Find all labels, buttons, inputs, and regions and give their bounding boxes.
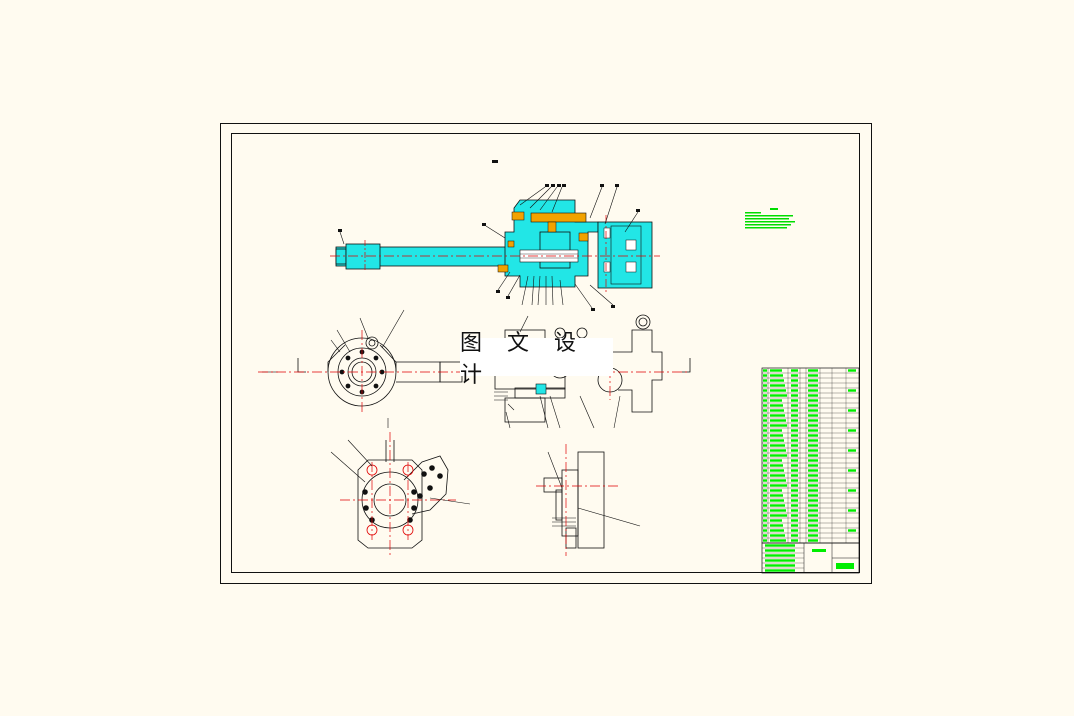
outer-border [220,123,872,584]
parts-row-index [763,429,767,432]
parts-row-index [763,439,767,442]
parts-row-index [763,464,767,467]
front-view-leaders [330,309,621,429]
parts-row-index [763,484,767,487]
parts-row-index [763,419,767,422]
technical-notes [745,208,795,229]
end-view-leaders [330,418,471,505]
section-view-main [330,160,660,311]
parts-row-index [763,434,767,437]
parts-row-index [763,514,767,517]
parts-row-index [763,454,767,457]
side-view [543,451,641,549]
parts-row-index [763,374,767,377]
parts-row-index [763,384,767,387]
parts-row-index [763,394,767,397]
parts-row-index [763,499,767,502]
parts-row-index [763,379,767,382]
parts-row-index [763,489,767,492]
parts-row-index [763,444,767,447]
parts-row-index [763,534,767,537]
side-view-centerlines [536,444,620,556]
parts-row-index [763,399,767,402]
parts-row-index [763,504,767,507]
parts-row-index [763,469,767,472]
parts-row-index [763,389,767,392]
eyebolt-icon [365,336,379,350]
end-view-centerlines [340,432,456,558]
parts-row-index [763,474,767,477]
parts-row-index [763,539,767,542]
parts-row-index [763,414,767,417]
parts-row-index [763,524,767,527]
parts-list [761,367,860,574]
parts-row-index [763,529,767,532]
parts-row-index [763,424,767,427]
parts-row-index [763,479,767,482]
parts-row-index [763,404,767,407]
parts-row-index [763,369,767,372]
parts-row-index [763,494,767,497]
parts-row-index [763,459,767,462]
parts-row-index [763,449,767,452]
parts-row-index [763,509,767,512]
parts-row-index [763,409,767,412]
parts-row-index [763,519,767,522]
inner-border [231,133,860,573]
watermark-label: 图 文 设 计 [460,331,613,388]
bolt-circle-icon [339,349,385,395]
